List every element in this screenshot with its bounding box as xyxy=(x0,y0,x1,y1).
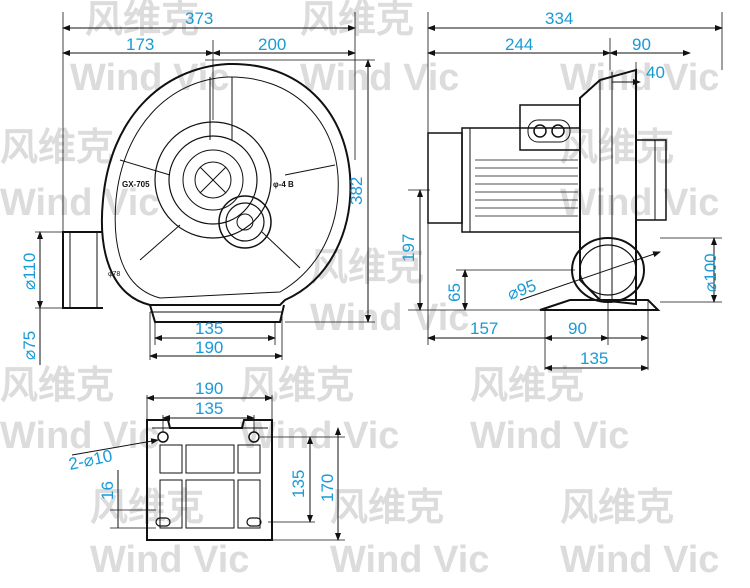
watermark-latin-9: Wind Vic xyxy=(470,415,629,457)
watermark-layer: 风维克 风维克 Wind Vic Wind Vic Wind Vic 风维克 风… xyxy=(0,0,719,581)
watermark-cn-10: 风维克 xyxy=(330,487,444,529)
base-slot-hole-right xyxy=(246,517,262,527)
base-slot-hole-left xyxy=(155,517,171,527)
front-housing-outline xyxy=(100,62,352,306)
watermark-latin-4: Wind Vic xyxy=(0,182,159,224)
base-dim-16: 16 xyxy=(98,481,117,500)
front-motor-cap xyxy=(218,195,272,249)
base-dim-190: 190 xyxy=(195,379,223,398)
front-model-label: GX-705 xyxy=(122,180,150,189)
side-motor-fins xyxy=(475,159,578,217)
base-slot-bc xyxy=(185,479,235,529)
front-dim-373: 373 xyxy=(185,9,213,28)
side-dim-95: ⌀95 xyxy=(505,276,539,304)
side-outlet-circle-inner xyxy=(579,244,637,296)
side-dim-244: 244 xyxy=(505,35,533,54)
side-dim-95-leader xyxy=(519,251,661,301)
side-motor-endcap xyxy=(427,132,463,224)
base-dim-135: 135 xyxy=(195,399,223,418)
front-inner-label: φ78 xyxy=(108,271,120,278)
side-dim-65: 65 xyxy=(445,283,464,302)
front-outlet-pipe xyxy=(62,231,103,309)
watermark-latin-5: Wind Vic xyxy=(560,182,719,224)
base-dim-holes-leader xyxy=(71,438,159,456)
front-housing-inner-outline xyxy=(114,76,339,299)
base-view: 190 135 2-⌀10 16 135 170 xyxy=(67,379,345,541)
front-spoke-bottom-right xyxy=(261,231,301,269)
front-inlet-ring xyxy=(168,135,258,225)
side-dim-90-bottom: 90 xyxy=(568,319,587,338)
watermark-latin-3: Wind Vic xyxy=(560,57,719,99)
front-view: GX-705 φ-4 B φ78 373 173 200 382 ⌀110 ⌀7… xyxy=(20,9,375,365)
front-dim-190: 190 xyxy=(195,338,223,357)
watermark-cn-4: 风维克 xyxy=(560,127,674,169)
front-dim-135: 135 xyxy=(195,319,223,338)
base-slot-tc xyxy=(185,444,235,474)
watermark-latin-12: Wind Vic xyxy=(560,539,719,581)
watermark-latin-6: Wind Vic xyxy=(310,297,469,339)
front-dim-200: 200 xyxy=(258,35,286,54)
watermark-latin-10: Wind Vic xyxy=(90,539,249,581)
side-dim-100: ⌀100 xyxy=(701,253,720,292)
base-slot-tr xyxy=(237,444,261,474)
front-spoke-left xyxy=(119,159,171,176)
side-dim-197: 197 xyxy=(399,234,418,262)
watermark-latin-7: Wind Vic xyxy=(0,415,159,457)
watermark-cn-2: 风维克 xyxy=(300,0,414,41)
side-dim-135: 135 xyxy=(580,349,608,368)
base-dim-170: 170 xyxy=(318,474,337,502)
front-spoke-right xyxy=(284,164,336,176)
front-dim-75: ⌀75 xyxy=(20,331,39,360)
side-terminal-hole-2 xyxy=(551,124,565,138)
side-terminal-hole-1 xyxy=(533,124,547,138)
watermark-cn-3: 风维克 xyxy=(0,127,114,169)
watermark-cn-6: 风维克 xyxy=(0,365,114,407)
base-hole-left xyxy=(157,431,169,443)
watermark-cn-11: 风维克 xyxy=(560,487,674,529)
front-inlet-grille xyxy=(182,149,244,211)
base-slot-br xyxy=(237,479,261,529)
watermark-cn-1: 风维克 xyxy=(85,0,199,41)
side-dim-157: 157 xyxy=(470,319,498,338)
watermark-latin-1: Wind Vic xyxy=(70,57,229,99)
side-dim-40: 40 xyxy=(646,63,665,82)
side-view: 334 244 90 40 197 65 ⌀95 ⌀100 157 90 135 xyxy=(399,9,723,371)
front-dim-110: ⌀110 xyxy=(20,253,39,290)
base-slot-tl xyxy=(159,444,183,474)
front-inlet-ring-outer xyxy=(154,121,272,239)
watermark-cn-7: 风维克 xyxy=(240,365,354,407)
front-dim-173: 173 xyxy=(126,35,154,54)
front-dim-382: 382 xyxy=(347,177,366,205)
watermark-latin-2: Wind Vic xyxy=(300,57,459,99)
side-dim-90-top: 90 xyxy=(632,35,651,54)
front-spoke-bottom-left xyxy=(139,224,181,261)
front-side-label: φ-4 B xyxy=(273,180,294,189)
watermark-cn-8: 风维克 xyxy=(470,365,584,407)
front-motor-cap-center xyxy=(236,213,254,231)
side-dim-334: 334 xyxy=(545,9,573,28)
front-inlet-cross-2 xyxy=(199,166,227,194)
base-dim-135v: 135 xyxy=(289,470,308,498)
base-slot-bl xyxy=(159,479,183,529)
front-motor-cap-inner xyxy=(225,202,265,242)
watermark-latin-11: Wind Vic xyxy=(330,539,489,581)
side-inlet-flange xyxy=(635,139,667,221)
watermark-latin-8: Wind Vic xyxy=(240,415,399,457)
front-inlet-grille-inner xyxy=(194,161,232,199)
side-terminal-gland xyxy=(527,119,571,143)
